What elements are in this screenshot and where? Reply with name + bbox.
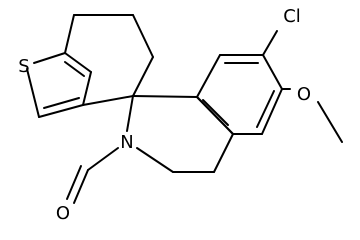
chemical-structure: S N Cl O O	[18, 6, 343, 224]
substituents	[66, 30, 343, 204]
sulfur-atom-label: S	[18, 56, 29, 77]
bond	[213, 133, 234, 173]
bond-inner	[256, 90, 275, 128]
bond	[26, 68, 40, 118]
bond-inner	[64, 61, 85, 77]
bond	[64, 52, 92, 73]
bond	[262, 54, 283, 90]
bond	[64, 14, 75, 54]
bond	[136, 147, 174, 173]
carbonyl-bond	[73, 169, 89, 204]
bond	[132, 14, 154, 58]
bond	[82, 71, 92, 106]
bond-inner	[43, 97, 80, 109]
bond	[126, 95, 134, 132]
chloro-bond	[262, 30, 278, 56]
bond	[38, 104, 84, 118]
methoxy-oxygen-label: O	[297, 84, 311, 105]
nitrogen-ring	[126, 95, 234, 173]
cyclohexane-ring	[64, 14, 154, 106]
bond	[132, 95, 198, 98]
bond-inner	[202, 99, 229, 126]
carbonyl-bond-double	[66, 165, 82, 200]
thiophene-ring	[26, 52, 92, 118]
formyl-bond	[87, 147, 119, 171]
chlorine-atom-label: Cl	[283, 6, 301, 27]
nitrogen-atom-label: N	[120, 132, 133, 153]
bond	[196, 96, 234, 135]
bond	[33, 52, 66, 64]
bond	[196, 54, 221, 98]
bond	[261, 88, 283, 135]
benzene-ring	[196, 54, 283, 135]
methyl-bond	[317, 101, 343, 143]
bond	[82, 95, 134, 106]
bond	[132, 56, 154, 97]
formyl-oxygen-label: O	[56, 203, 70, 224]
